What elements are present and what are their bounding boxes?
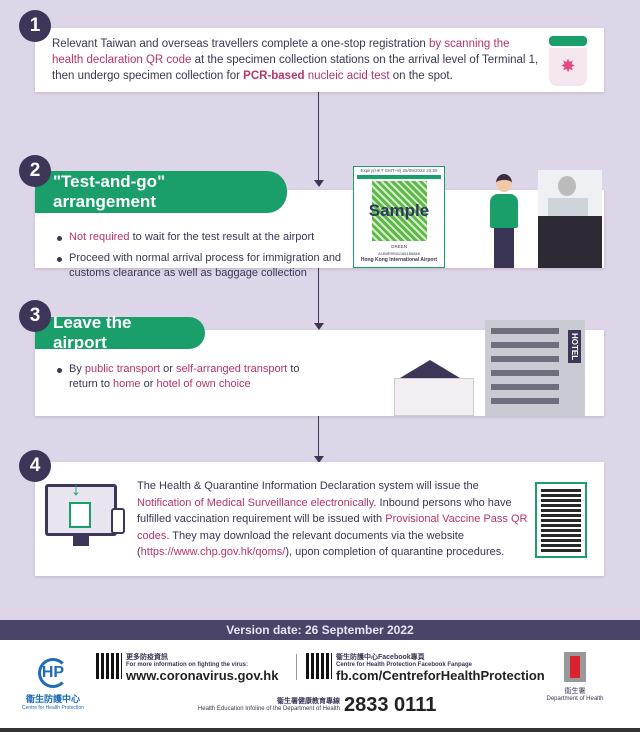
house-illustration [380,360,480,416]
step-4-card: ↓ The Health & Quarantine Information De… [35,462,604,576]
footer: HP 衞生防護中心 Centre for Health Protection 更… [0,640,640,728]
step-number-4: 4 [19,450,51,482]
virus-info-qr [96,653,122,679]
connector-line [318,92,319,180]
connector-line [318,268,319,323]
counter-officer-illustration [538,170,602,268]
connector-line [318,416,319,456]
qoms-qr-code [535,482,587,558]
specimen-bottle-icon: ✸ [549,36,587,86]
facebook-link[interactable]: fb.com/CentreforHealthProtection [336,668,545,683]
connector-arrow [314,323,324,330]
coronavirus-link[interactable]: www.coronavirus.gov.hk [126,668,279,683]
computer-download-icon: ↓ [45,478,131,556]
hotel-building-illustration: HOTEL [485,320,585,416]
bullet-item: Proceed with normal arrival process for … [55,251,375,281]
version-date: Version date: 26 September 2022 [0,620,640,640]
step-1-text: Relevant Taiwan and overseas travellers … [52,38,539,82]
step-1-card: Relevant Taiwan and overseas travellers … [35,28,604,92]
step-4-text: The Health & Quarantine Information Decl… [137,480,528,558]
step-2-title: "Test-and-go" arrangement [35,171,287,213]
bottom-bar [0,728,640,732]
chp-logo: HP 衞生防護中心 Centre for Health Protection [18,658,88,711]
step-number-2: 2 [19,155,51,187]
bullet-item: By public transport or self-arranged tra… [55,362,355,392]
step-number-1: 1 [19,10,51,42]
sample-qr-code: Sample [369,181,429,241]
step-2-bullets: Not required to wait for the test result… [55,230,375,287]
infoline-number[interactable]: 2833 0111 [344,694,437,716]
step-3-title: Leave the airport [35,313,205,352]
connector-arrow [314,456,324,463]
footer-divider [296,654,297,680]
qoms-link[interactable]: https://www.chp.gov.hk/qoms/ [140,546,286,558]
step-3-bullets: By public transport or self-arranged tra… [55,362,355,398]
facebook-qr [306,653,332,679]
connector-arrow [314,180,324,187]
step-number-3: 3 [19,300,51,332]
doh-logo: 衞生署 Department of Health [540,652,610,702]
traveller-illustration [480,174,530,268]
sample-qr-card: Expiry(HKT GMT+8) 25/09/2022 23:59 Sampl… [353,166,445,268]
step-2-card: Not required to wait for the test result… [35,166,604,279]
bullet-item: Not required to wait for the test result… [55,230,375,245]
